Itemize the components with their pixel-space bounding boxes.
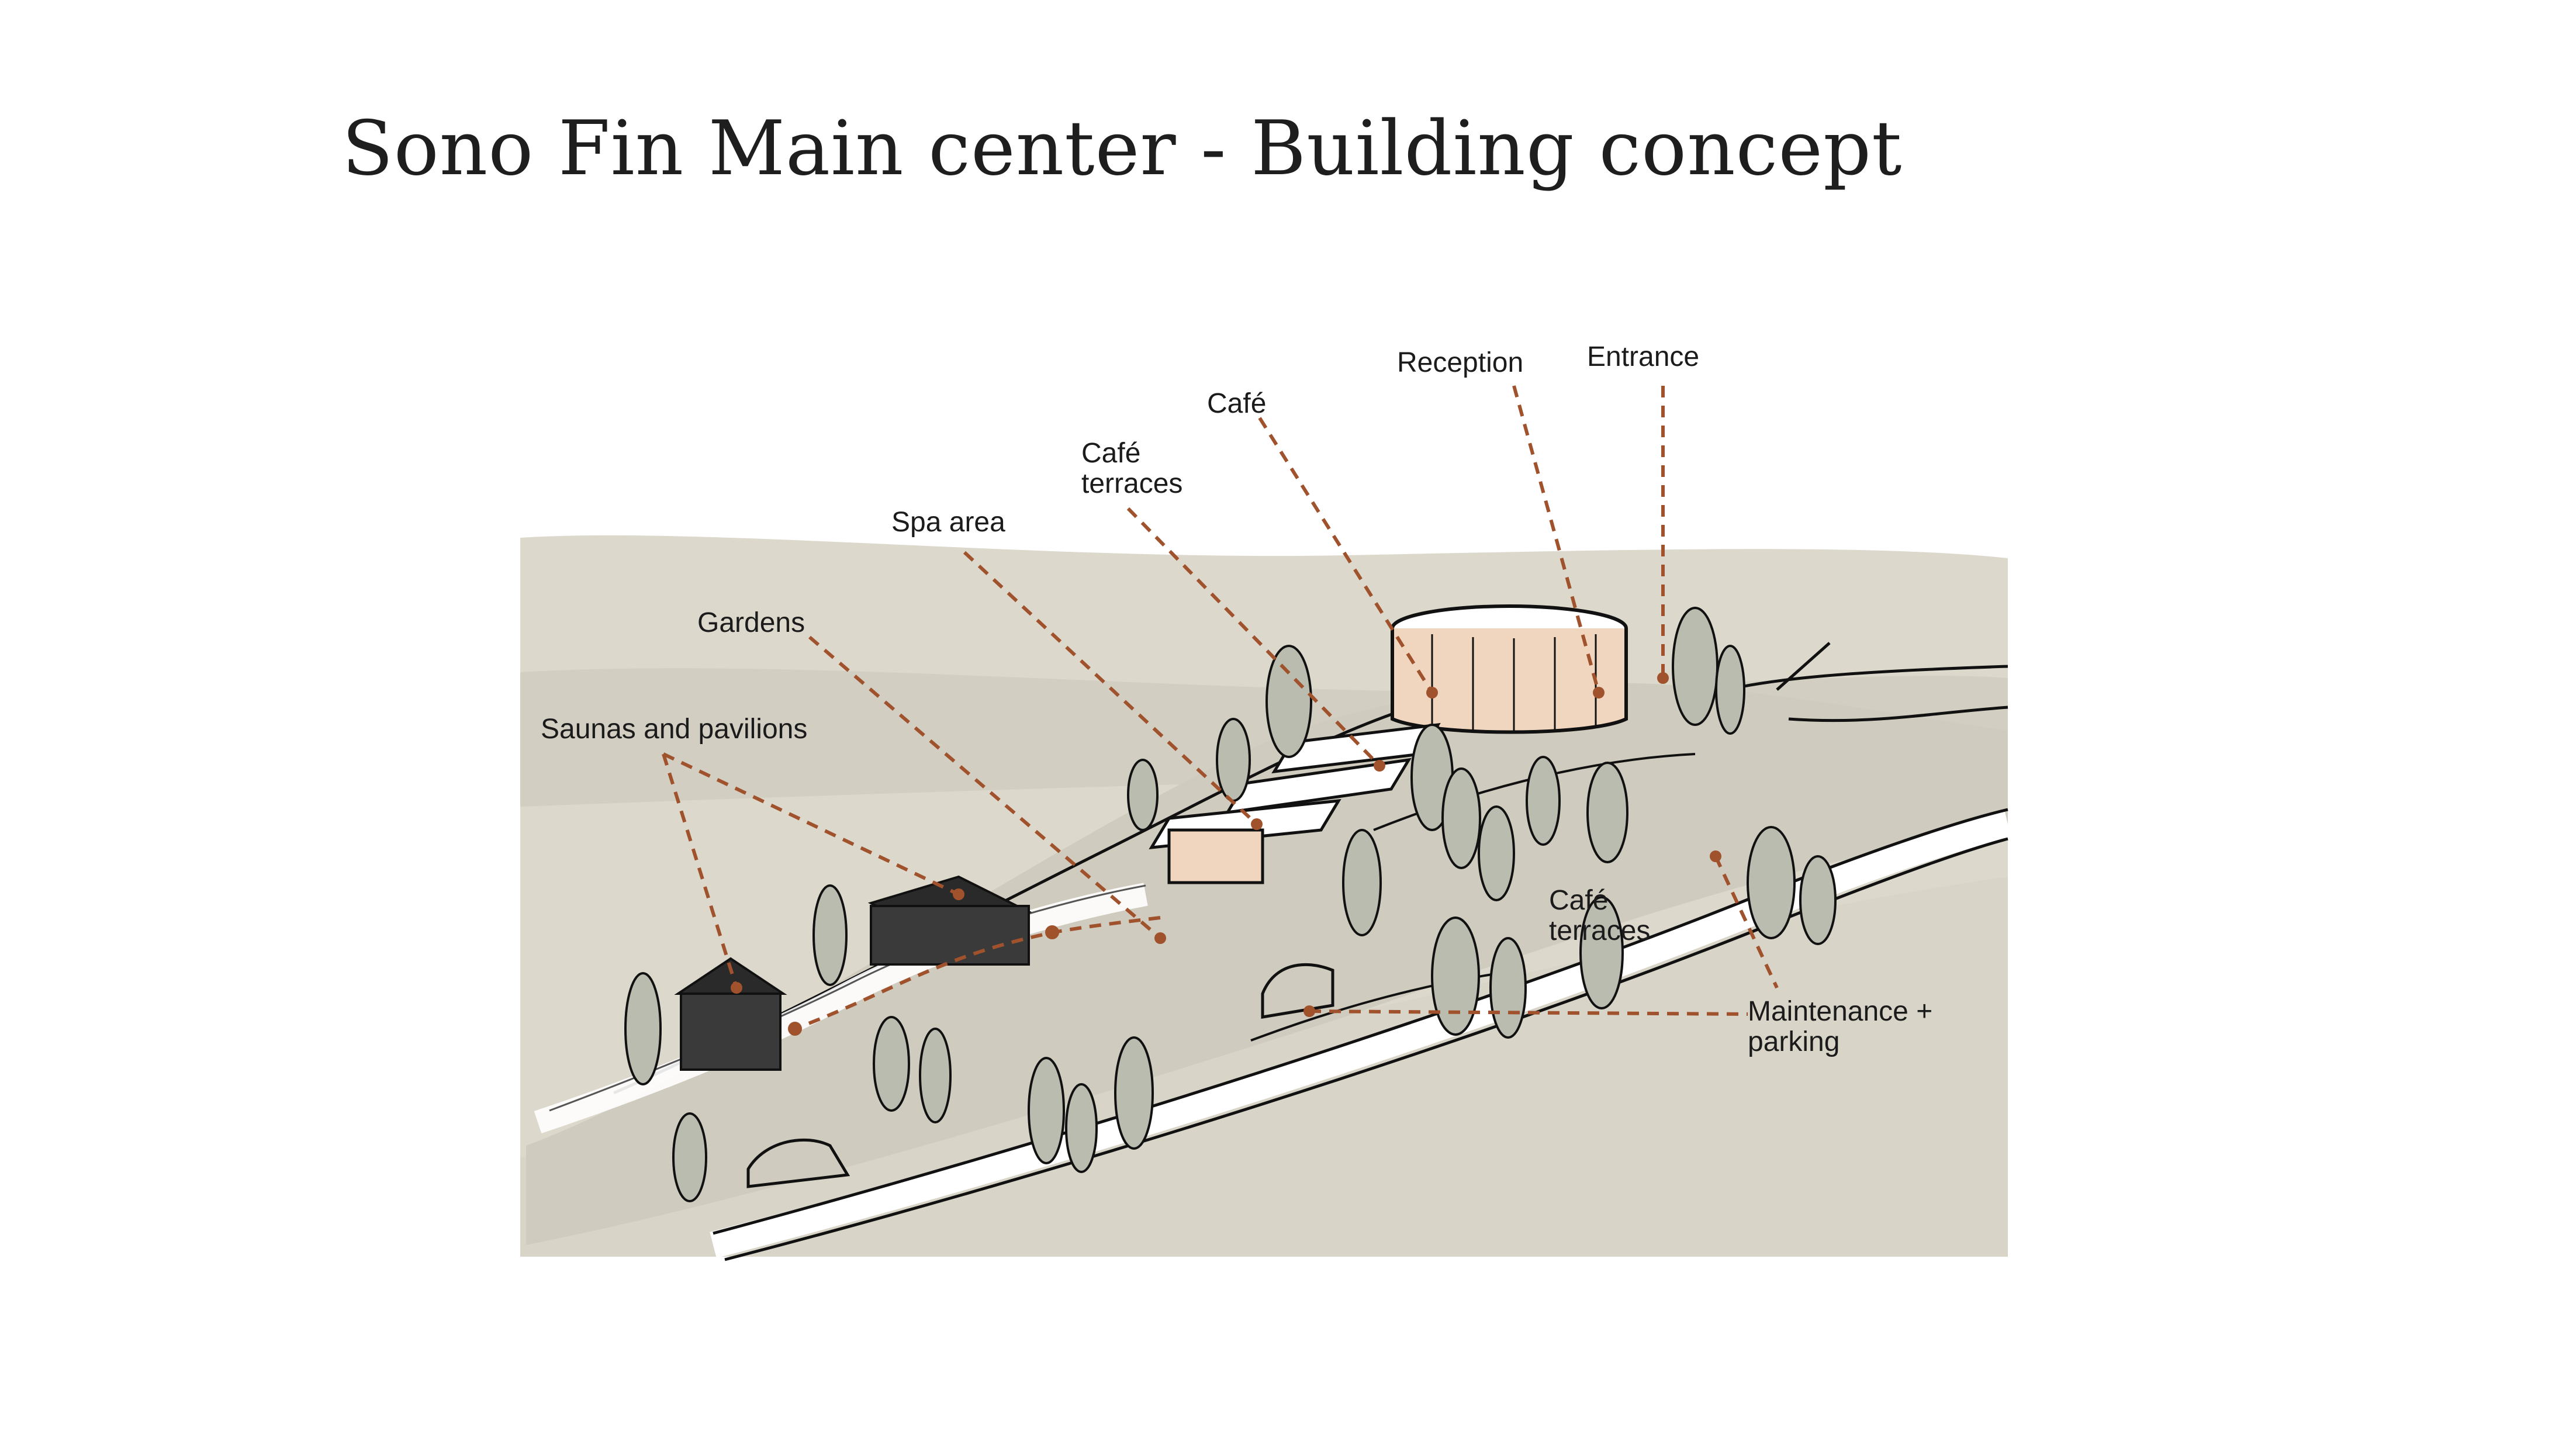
- leader-maintenance-a: [1309, 1009, 1748, 1016]
- trees: [624, 607, 1837, 1202]
- label-gardens: Gardens: [697, 607, 805, 638]
- reception-building: [1391, 604, 1628, 734]
- leader-cafe-terraces-top: [1126, 507, 1381, 767]
- sauna-pavilions: [674, 875, 1032, 1071]
- leader-lines: [662, 385, 1779, 1030]
- leader-dots: [731, 672, 1721, 1036]
- maintenance-building: [746, 963, 1334, 1188]
- label-cafe-terraces-top: Café terraces: [1081, 438, 1183, 499]
- leader-saunas-b: [662, 753, 738, 988]
- label-cafe: Café: [1207, 388, 1267, 419]
- label-saunas-pavilions: Saunas and pavilions: [541, 714, 808, 745]
- leader-gardens: [808, 635, 1161, 940]
- leader-reception: [1512, 385, 1600, 693]
- label-spa-area: Spa area: [891, 507, 1005, 538]
- label-entrance: Entrance: [1587, 341, 1700, 372]
- leader-spa-area: [963, 551, 1258, 826]
- leader-cafe: [1258, 417, 1434, 694]
- leader-maintenance-b: [1714, 855, 1779, 989]
- label-reception: Reception: [1397, 347, 1524, 378]
- leader-saunas-a: [662, 752, 960, 896]
- label-cafe-terraces-mid: Café terraces: [1549, 885, 1651, 946]
- cafe-terraces-buildings: [1149, 722, 1441, 884]
- page-title: Sono Fin Main center - Building concept: [342, 105, 1903, 192]
- label-maintenance-parking: Maintenance + parking: [1748, 996, 1933, 1057]
